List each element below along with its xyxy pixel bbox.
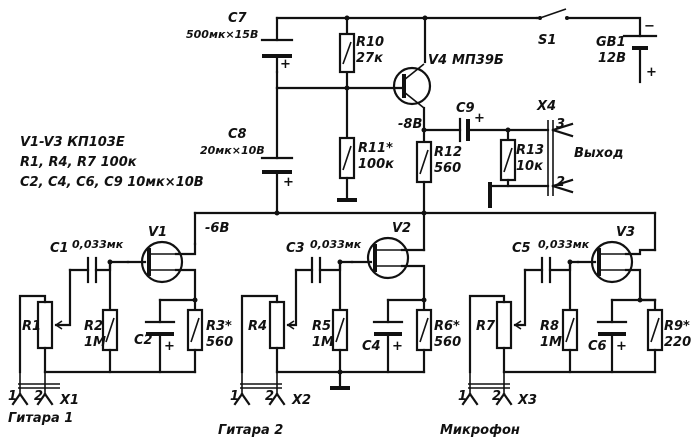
x1-pin1: 1 (8, 389, 17, 404)
r4-label: R4 (248, 319, 267, 334)
gb1-value: 12В (598, 51, 626, 66)
x1-name: Гитара 1 (8, 411, 73, 426)
x2-pin1: 1 (230, 389, 239, 404)
x4-output-label: Выход (574, 146, 623, 161)
r10-label: R10 (356, 35, 384, 50)
c5-label: C5 (512, 241, 531, 256)
r3-label: R3* (206, 319, 232, 334)
power-rail-top (275, 15, 642, 90)
r8-value: 1М (540, 335, 562, 350)
c4-plus: + (392, 339, 403, 354)
gb1-plus: + (646, 65, 657, 80)
r3-value: 560 (206, 335, 233, 350)
r2-value: 1М (84, 335, 106, 350)
note-line-2: R1, R4, R7 100к (20, 155, 138, 170)
c7-plus: + (280, 57, 291, 72)
r2-label: R2 (84, 319, 103, 334)
x2-pin2: 2 (265, 389, 274, 404)
v1-label: V1 (148, 225, 167, 240)
c8-label: C8 (228, 127, 247, 142)
r6-label: R6* (434, 319, 460, 334)
c4-label: C4 (362, 339, 381, 354)
x3-pin1: 1 (458, 389, 467, 404)
c2-label: C2 (134, 333, 153, 348)
capacitor-c8: + C8 20мк×10В (200, 86, 349, 215)
r7-label: R7 (476, 319, 496, 334)
r11-value: 100к (358, 157, 395, 172)
note-line-3: C2, C4, C6, C9 10мк×10В (20, 175, 204, 190)
x4-label: X4 (536, 99, 556, 114)
resistor-r10: R10 27к (338, 32, 384, 74)
c3-value: 0,033мк (310, 238, 362, 251)
x1-pin2: 2 (34, 389, 43, 404)
r1-label: R1 (22, 319, 41, 334)
battery-gb1: − + GB1 12В (596, 19, 658, 84)
x2-label: X2 (291, 393, 311, 408)
c9-label: C9 (456, 101, 475, 116)
c7-label: C7 (228, 11, 248, 26)
r6-value: 560 (434, 335, 461, 350)
r5-value: 1М (312, 335, 334, 350)
c1-value: 0,033мк (72, 238, 124, 251)
transistor-v4: V4 МП39Б (344, 53, 504, 132)
resistor-r13: R13 10к (499, 128, 544, 188)
r11-label: R11* (358, 141, 393, 156)
x4-pin3: 3 (556, 117, 565, 132)
gb1-label: GB1 (596, 35, 626, 50)
x4-pin2: 2 (556, 175, 565, 190)
r13-value: 10к (516, 159, 544, 174)
c8-value: 20мк×10В (200, 144, 265, 157)
note-line-1: V1-V3 КП103Е (20, 135, 125, 150)
r5-label: R5 (312, 319, 331, 334)
gb1-minus: − (644, 19, 655, 34)
stage-3: V3 C5 0,033мк R7 R8 1М + C6 (440, 211, 691, 438)
x3-name: Микрофон (440, 423, 520, 438)
r10-value: 27к (356, 51, 384, 66)
c6-label: C6 (588, 339, 607, 354)
v3-label: V3 (616, 225, 635, 240)
c2-plus: + (164, 339, 175, 354)
r13-label: R13 (516, 143, 544, 158)
x3-pin2: 2 (492, 389, 501, 404)
resistor-r12: -8В R12 560 (398, 117, 462, 215)
c8-plus: + (283, 175, 294, 190)
x2-name: Гитара 2 (218, 423, 283, 438)
capacitor-c9: C9 + (422, 101, 550, 143)
r8-label: R8 (540, 319, 559, 334)
resistor-r11: R11* 100к (337, 86, 395, 202)
r9-value: 220 (664, 335, 691, 350)
c5-value: 0,033мк (538, 238, 590, 251)
c6-plus: + (616, 339, 627, 354)
voltage-minus8: -8В (398, 117, 422, 132)
capacitor-c7: + C7 500мк×15В (186, 11, 294, 74)
r9-label: R9* (664, 319, 690, 334)
voltage-minus6: -6В (205, 221, 229, 236)
connector-x4: X4 3 2 Выход (488, 99, 623, 208)
stage-2: V2 C3 0,033мк R4 R5 1М + C4 (218, 211, 461, 438)
c1-label: C1 (50, 241, 69, 256)
v4-label: V4 (428, 53, 447, 68)
r12-value: 560 (434, 161, 461, 176)
v4-value: МП39Б (452, 53, 504, 68)
c9-plus: + (474, 111, 485, 126)
c3-label: C3 (286, 241, 305, 256)
stage-1: V1 C1 0,033мк R1 R2 1М + C2 (8, 211, 233, 426)
v2-label: V2 (392, 221, 411, 236)
x1-label: X1 (59, 393, 79, 408)
notes-block: V1-V3 КП103Е R1, R4, R7 100к C2, C4, C6,… (20, 135, 204, 190)
s1-label: S1 (538, 33, 556, 48)
x3-label: X3 (517, 393, 537, 408)
switch-s1: S1 (535, 8, 569, 48)
c7-value: 500мк×15В (186, 28, 258, 41)
r12-label: R12 (434, 145, 462, 160)
